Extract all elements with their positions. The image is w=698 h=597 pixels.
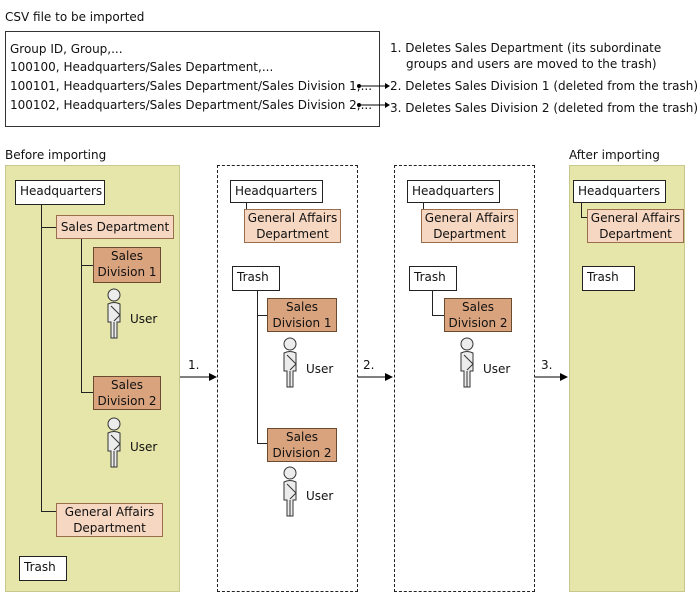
- note-1-cont: groups and users are moved to the trash): [406, 57, 657, 71]
- csv-line-100100: 100100, Headquarters/Sales Department,..…: [10, 60, 274, 74]
- step-2-label: 2.: [363, 358, 375, 372]
- headquarters-group: Headquarters: [15, 180, 105, 205]
- tree-line: [257, 315, 267, 316]
- step-1-label: 1.: [188, 358, 200, 372]
- headquarters-group: Headquarters: [230, 180, 323, 203]
- after-importing-label: After importing: [569, 148, 660, 162]
- headquarters-group: Headquarters: [573, 180, 666, 203]
- csv-file-box: Group ID, Group,... 100100, Headquarters…: [5, 31, 380, 127]
- tree-line: [257, 290, 258, 443]
- step-3-arrow: [535, 373, 568, 381]
- user-icon: [107, 417, 121, 468]
- tree-line: [432, 290, 433, 315]
- sales-department-group: Sales Department: [56, 215, 174, 239]
- trash-group: Trash: [19, 556, 67, 581]
- tree-line: [257, 443, 267, 444]
- tree-line: [81, 238, 82, 393]
- tree-line: [581, 203, 582, 217]
- csv-line-100102: 100102, Headquarters/Sales Department/Sa…: [10, 98, 373, 112]
- trash-group: Trash: [232, 266, 280, 291]
- tree-line: [41, 511, 56, 512]
- tree-line: [81, 392, 93, 393]
- user-label: User: [130, 312, 158, 326]
- step-1-arrow: [180, 373, 217, 381]
- trash-group: Trash: [409, 266, 457, 291]
- tree-line: [81, 265, 93, 266]
- step-3-label: 3.: [541, 358, 553, 372]
- user-icon: [283, 337, 297, 388]
- note-3: 3. Deletes Sales Division 2 (deleted fro…: [390, 101, 698, 115]
- csv-line-header: Group ID, Group,...: [10, 42, 123, 56]
- user-label: User: [483, 362, 511, 376]
- trash-group: Trash: [582, 266, 635, 291]
- note-1: 1. Deletes Sales Department (its subordi…: [390, 41, 662, 55]
- tree-line: [581, 217, 589, 218]
- user-icon: [107, 288, 121, 339]
- note-2: 2. Deletes Sales Division 1 (deleted fro…: [390, 79, 698, 93]
- csv-title: CSV file to be imported: [5, 10, 145, 24]
- user-icon: [283, 466, 297, 517]
- user-icon: [460, 337, 474, 388]
- note-pointer-arrows: [357, 83, 390, 108]
- headquarters-group: Headquarters: [407, 180, 500, 203]
- user-label: User: [130, 440, 158, 454]
- tree-line: [41, 227, 56, 228]
- tree-line: [41, 205, 42, 511]
- user-label: User: [306, 362, 334, 376]
- user-label: User: [306, 489, 334, 503]
- tree-line: [432, 315, 444, 316]
- step-2-arrow: [358, 373, 393, 381]
- csv-line-100101: 100101, Headquarters/Sales Department/Sa…: [10, 79, 373, 93]
- before-importing-label: Before importing: [5, 148, 107, 162]
